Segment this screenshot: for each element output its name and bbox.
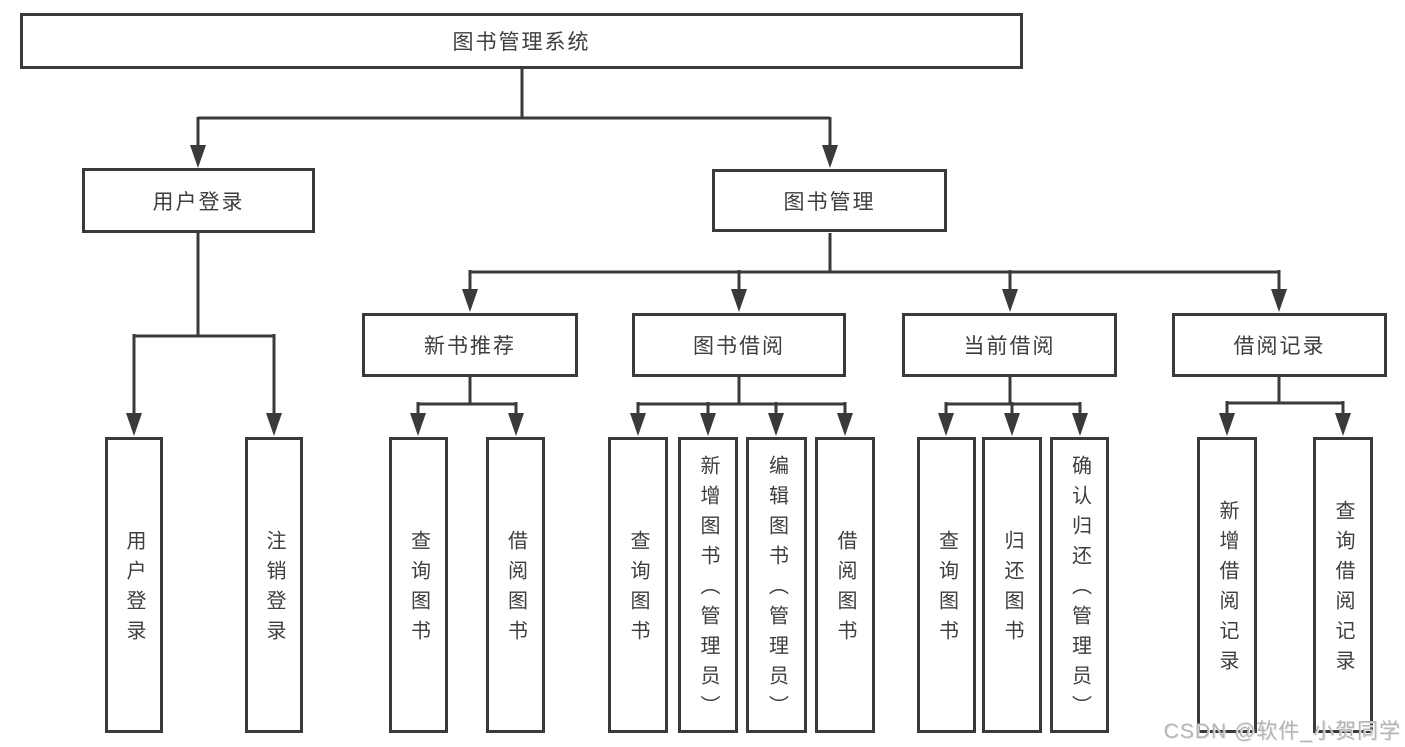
leaf-label: 借阅图书 <box>834 530 856 650</box>
leaf-label: 新增借阅记录 <box>1216 500 1238 680</box>
node-label: 图书借阅 <box>693 335 785 358</box>
node-new-book-recommendation: 新书推荐 <box>362 313 578 377</box>
arrow-down-icon <box>731 289 747 312</box>
leaf-add-borrow-record: 新增借阅记录 <box>1197 437 1257 733</box>
leaf-label: 查询图书 <box>935 530 958 650</box>
node-label: 当前借阅 <box>963 335 1056 358</box>
leaf-label: 编辑图书（管理员） <box>765 455 788 725</box>
arrow-down-icon <box>126 413 142 436</box>
arrow-down-icon <box>1002 289 1018 312</box>
node-label: 图书管理系统 <box>452 31 591 54</box>
leaf-edit-books-admin: 编辑图书（管理员） <box>746 437 807 733</box>
leaf-label: 归还图书 <box>1001 530 1023 650</box>
leaf-query-books: 查询图书 <box>608 437 668 733</box>
leaf-query-borrow-record: 查询借阅记录 <box>1313 437 1373 733</box>
node-user-login-branch: 用户登录 <box>82 168 315 233</box>
leaf-label: 注销登录 <box>263 530 285 650</box>
leaf-label: 新增图书（管理员） <box>697 455 719 725</box>
arrow-down-icon <box>1004 413 1020 436</box>
leaf-label: 用户登录 <box>123 530 145 650</box>
arrow-down-icon <box>1072 413 1088 436</box>
node-book-management-branch: 图书管理 <box>712 169 947 232</box>
leaf-return-books: 归还图书 <box>982 437 1042 733</box>
leaf-query-books: 查询图书 <box>917 437 976 733</box>
leaf-add-books-admin: 新增图书（管理员） <box>678 437 738 733</box>
arrow-down-icon <box>938 413 954 436</box>
node-borrowing-records: 借阅记录 <box>1172 313 1387 377</box>
arrow-down-icon <box>1335 413 1351 436</box>
leaf-borrow-books: 借阅图书 <box>815 437 875 733</box>
arrow-down-icon <box>1271 289 1287 312</box>
leaf-logout: 注销登录 <box>245 437 303 733</box>
arrow-down-icon <box>1219 413 1235 436</box>
arrow-down-icon <box>410 413 426 436</box>
arrow-down-icon <box>630 413 646 436</box>
arrow-down-icon <box>700 413 716 436</box>
leaf-borrow-books: 借阅图书 <box>486 437 545 733</box>
leaf-label: 查询图书 <box>407 530 430 650</box>
arrow-down-icon <box>462 289 478 312</box>
node-current-borrowing: 当前借阅 <box>902 313 1117 377</box>
arrow-down-icon <box>768 413 784 436</box>
leaf-label: 查询借阅记录 <box>1332 500 1354 680</box>
arrow-down-icon <box>190 145 206 168</box>
leaf-label: 确认归还（管理员） <box>1068 455 1091 725</box>
node-library-management-system: 图书管理系统 <box>20 13 1023 69</box>
arrow-down-icon <box>266 413 282 436</box>
arrow-down-icon <box>508 413 524 436</box>
node-label: 借阅记录 <box>1233 335 1326 358</box>
node-book-borrowing: 图书借阅 <box>632 313 846 377</box>
leaf-label: 借阅图书 <box>504 530 527 650</box>
node-label: 新书推荐 <box>424 335 516 358</box>
leaf-confirm-return-admin: 确认归还（管理员） <box>1050 437 1109 733</box>
leaf-user-login: 用户登录 <box>105 437 163 733</box>
leaf-label: 查询图书 <box>627 530 649 650</box>
leaf-query-books: 查询图书 <box>389 437 448 733</box>
csdn-watermark: CSDN @软件_小贺同学 <box>1163 720 1401 743</box>
arrow-down-icon <box>822 145 838 168</box>
node-label: 图书管理 <box>783 190 876 214</box>
arrow-down-icon <box>837 413 853 436</box>
node-label: 用户登录 <box>152 190 245 214</box>
